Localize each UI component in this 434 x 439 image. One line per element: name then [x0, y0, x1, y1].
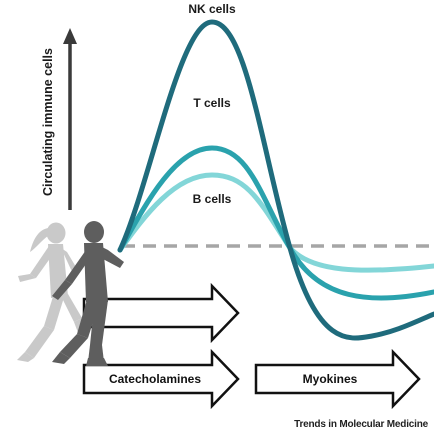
catecholamines-arrow-upper [82, 282, 240, 344]
nk-cells-curve [117, 19, 434, 341]
myokines-arrow [254, 348, 421, 410]
b-cells-label: B cells [193, 192, 232, 206]
journal-footer: Trends in Molecular Medicine [294, 419, 429, 430]
catecholamines-arrow [82, 348, 240, 410]
b-cells-curve [117, 172, 434, 273]
t-cells-curve [117, 145, 434, 301]
catecholamines-label: Catecholamines [109, 372, 201, 386]
myokines-label: Myokines [303, 372, 358, 386]
nk-cells-label: NK cells [188, 2, 236, 16]
t-cells-label: T cells [193, 96, 231, 110]
y-axis-label: Circulating immune cells [41, 48, 55, 196]
y-axis-arrow [63, 28, 77, 210]
runner-silhouette-front-icon [52, 221, 124, 366]
